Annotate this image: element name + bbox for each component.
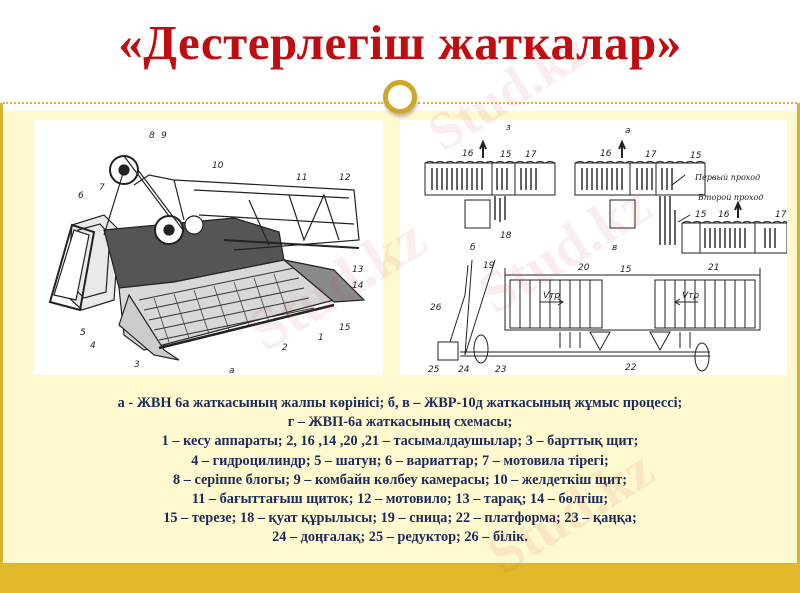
svg-text:15: 15 bbox=[690, 151, 702, 161]
svg-text:18: 18 bbox=[500, 231, 512, 241]
svg-text:26: 26 bbox=[430, 303, 442, 313]
svg-text:5: 5 bbox=[80, 328, 86, 338]
svg-text:7: 7 bbox=[99, 183, 105, 193]
svg-text:16: 16 bbox=[718, 210, 730, 220]
svg-text:9: 9 bbox=[161, 131, 167, 141]
title-area: «Дестерлегіш жаткалар» bbox=[0, 0, 800, 103]
divider-left bbox=[3, 102, 383, 104]
svg-text:6: 6 bbox=[78, 191, 84, 201]
svg-text:24: 24 bbox=[458, 365, 470, 375]
caption-line: 15 – терезе; 18 – қуат құрылысы; 19 – сн… bbox=[163, 510, 637, 527]
svg-text:1: 1 bbox=[318, 333, 324, 343]
header-machine-drawing: 8 9 10 7 6 11 12 13 14 15 1 2 3 4 5 а bbox=[48, 131, 366, 375]
svg-text:в: в bbox=[612, 243, 617, 253]
svg-text:11: 11 bbox=[296, 173, 307, 183]
caption-line: 24 – доңғалақ; 25 – редуктор; 26 – білік… bbox=[272, 529, 528, 546]
caption-line: а - ЖВН 6а жаткасының жалпы көрінісі; б,… bbox=[117, 395, 683, 411]
svg-text:25: 25 bbox=[428, 365, 440, 375]
figure-left-labels: 8 9 10 7 6 11 12 13 14 15 1 2 3 4 5 а bbox=[78, 131, 364, 375]
svg-text:16: 16 bbox=[600, 149, 612, 159]
header-scheme-figure: з а 16 15 17 18 16 17 15 Первый проход В… bbox=[400, 120, 787, 375]
svg-text:17: 17 bbox=[525, 150, 537, 160]
header-general-view-figure: 8 9 10 7 6 11 12 13 14 15 1 2 3 4 5 а bbox=[34, 120, 383, 375]
svg-text:8: 8 bbox=[149, 131, 155, 141]
caption-line: 11 – бағыттағыш щиток; 12 – мотовило; 13… bbox=[191, 491, 609, 508]
svg-text:22: 22 bbox=[625, 363, 637, 373]
svg-text:20: 20 bbox=[578, 263, 590, 273]
svg-text:14: 14 bbox=[352, 281, 364, 291]
caption-line: 1 – кесу аппараты; 2, 16 ,14 ,20 ,21 – т… bbox=[161, 433, 639, 450]
svg-text:4: 4 bbox=[90, 341, 96, 351]
svg-text:Vтр: Vтр bbox=[682, 291, 699, 301]
svg-text:15: 15 bbox=[500, 150, 512, 160]
figure-caption: а - ЖВН 6а жаткасының жалпы көрінісі; б,… bbox=[3, 394, 797, 548]
svg-text:13: 13 bbox=[352, 265, 364, 275]
slide-title: «Дестерлегіш жаткалар» bbox=[118, 15, 682, 70]
figure-right-labels: з а 16 15 17 18 16 17 15 Первый проход В… bbox=[428, 123, 787, 375]
svg-text:Vтр: Vтр bbox=[543, 291, 560, 301]
svg-text:а: а bbox=[229, 366, 235, 375]
caption-line: 4 – гидроцилиндр; 5 – шатун; 6 – вариатт… bbox=[191, 452, 609, 469]
caption-line: 8 – серіппе блогы; 9 – комбайн көлбеу ка… bbox=[173, 471, 627, 488]
svg-text:б: б bbox=[470, 243, 476, 253]
svg-text:10: 10 bbox=[212, 161, 224, 171]
svg-text:21: 21 bbox=[708, 263, 719, 273]
svg-text:2: 2 bbox=[282, 343, 288, 353]
svg-text:а: а bbox=[625, 126, 631, 136]
ring-ornament-icon bbox=[383, 80, 417, 114]
svg-text:15: 15 bbox=[695, 210, 707, 220]
svg-text:17: 17 bbox=[645, 150, 657, 160]
svg-text:23: 23 bbox=[495, 365, 507, 375]
svg-text:15: 15 bbox=[339, 323, 351, 333]
svg-text:3: 3 bbox=[134, 360, 140, 370]
footer-bar bbox=[0, 563, 800, 593]
svg-text:Первый проход: Первый проход bbox=[694, 173, 760, 182]
caption-line: г – ЖВП-6а жаткасының схемасы; bbox=[287, 414, 513, 431]
svg-text:17: 17 bbox=[775, 210, 787, 220]
divider-right bbox=[418, 102, 797, 104]
svg-text:з: з bbox=[506, 123, 511, 133]
svg-text:15: 15 bbox=[620, 265, 632, 275]
svg-text:Второй проход: Второй проход bbox=[697, 193, 763, 202]
svg-text:19: 19 bbox=[483, 261, 495, 271]
svg-text:12: 12 bbox=[339, 173, 351, 183]
svg-text:16: 16 bbox=[462, 149, 474, 159]
header-scheme-drawing: з а 16 15 17 18 16 17 15 Первый проход В… bbox=[424, 123, 787, 375]
